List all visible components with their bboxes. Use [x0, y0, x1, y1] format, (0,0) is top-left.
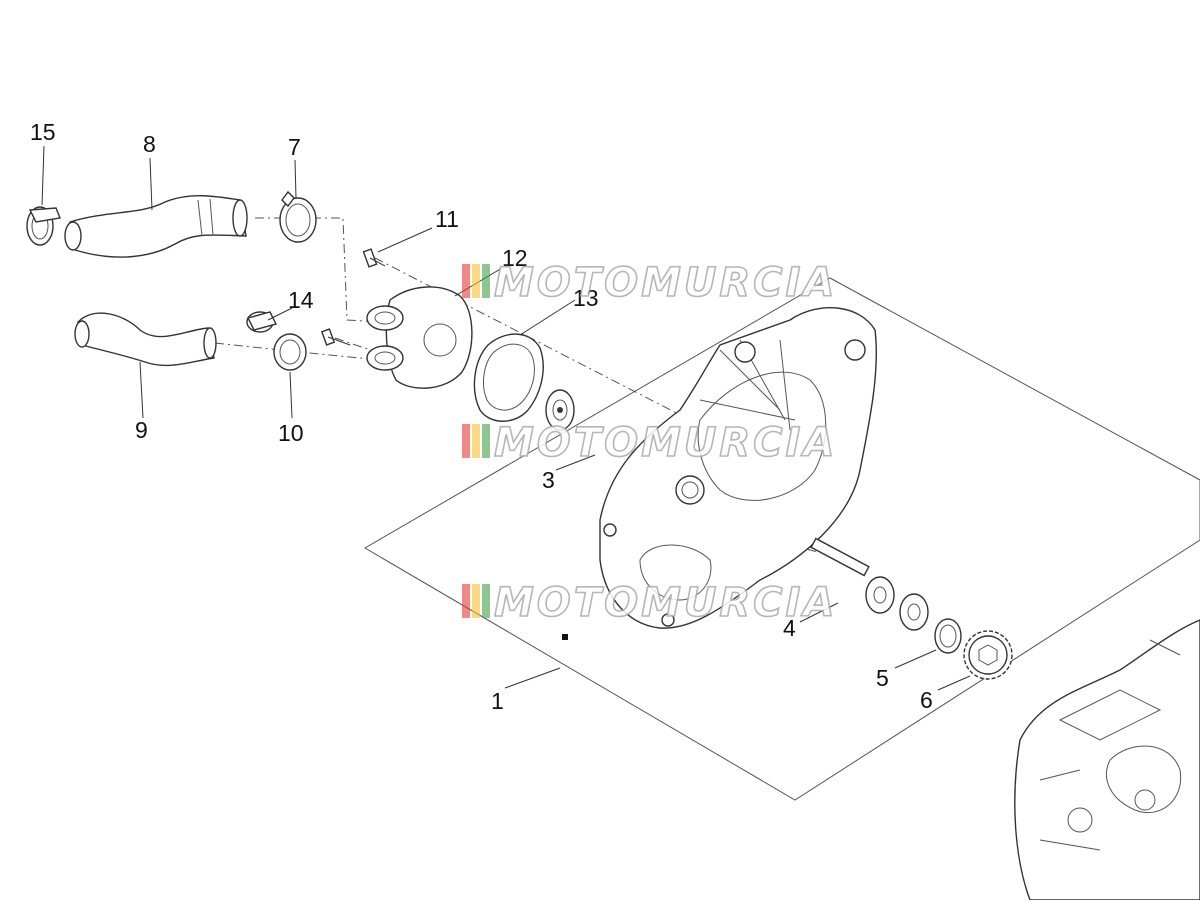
watermark-stripe: [472, 424, 480, 458]
svg-text:MOTOMURCIA: MOTOMURCIA: [494, 420, 837, 466]
bolts-11: [320, 248, 386, 346]
callout-13: 13: [573, 285, 599, 311]
pump-shaft-bearings-4: [810, 537, 929, 631]
coolant-hose-9: [74, 312, 217, 367]
watermark-stripe: [462, 584, 470, 618]
drive-gear-6: [963, 630, 1013, 680]
hose-clamp-10: [273, 333, 307, 371]
hose-clamp-7: [279, 190, 317, 243]
callout-12: 12: [502, 245, 528, 271]
leader-lines: [41, 145, 971, 691]
callout-labels: 15 8 7 11 12 13 14 9 10 3 4 5 6 1: [30, 119, 933, 714]
callout-15: 15: [30, 119, 56, 145]
svg-text:MOTOMURCIA: MOTOMURCIA: [494, 580, 837, 626]
watermark: MOTOMURCIA MOTOMURCIA MOTOMURCIA: [462, 259, 837, 627]
callout-9: 9: [135, 417, 148, 443]
watermark-top: MOTOMURCIA: [462, 259, 837, 307]
watermark-stripe: [462, 424, 470, 458]
engine-block-partial: [1014, 619, 1200, 900]
watermark-stripe: [472, 264, 480, 298]
watermark-middle: MOTOMURCIA: [462, 419, 837, 467]
watermark-stripe: [462, 264, 470, 298]
callout-4: 4: [783, 615, 796, 641]
impeller-3: [545, 389, 575, 431]
callout-6: 6: [920, 687, 933, 713]
seal-ring-5: [934, 618, 962, 654]
callout-7: 7: [288, 134, 301, 160]
kit-boundary-outline: [364, 277, 1200, 801]
callout-3: 3: [542, 467, 555, 493]
watermark-stripe: [482, 584, 490, 618]
pump-cover-12: [366, 286, 473, 389]
engine-side-cover: [599, 307, 878, 629]
callout-1: 1: [491, 688, 504, 714]
callout-10: 10: [278, 420, 304, 446]
coolant-hose-8: [64, 195, 248, 258]
svg-text:MOTOMURCIA: MOTOMURCIA: [494, 260, 837, 306]
watermark-stripe: [472, 584, 480, 618]
callout-8: 8: [143, 131, 156, 157]
watermark-stripe: [482, 424, 490, 458]
callout-5: 5: [876, 665, 889, 691]
callout-11: 11: [435, 206, 459, 232]
hose-clamp-14: [246, 311, 278, 333]
hose-clamp-15: [26, 206, 61, 246]
watermark-stripe: [482, 264, 490, 298]
callout-14: 14: [288, 287, 314, 313]
watermark-bottom: MOTOMURCIA: [462, 579, 837, 627]
gasket-13: [473, 333, 544, 422]
